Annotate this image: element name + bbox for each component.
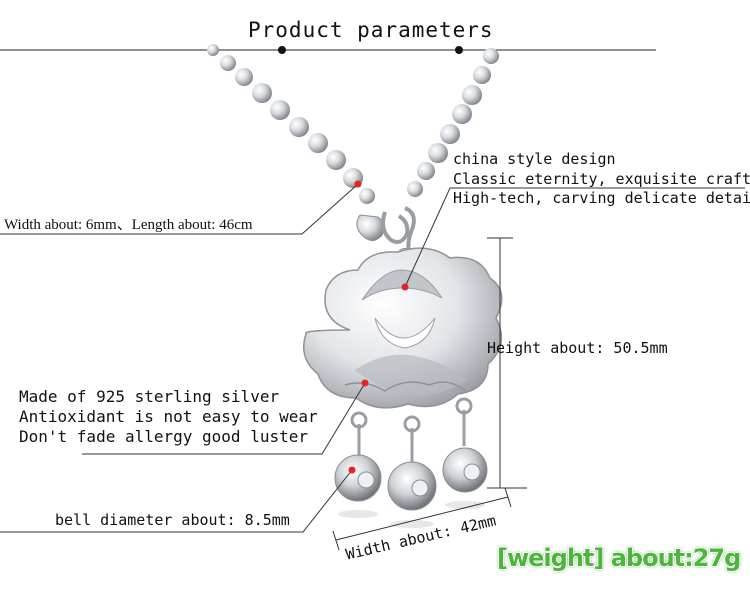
- height-note: Height about: 50.5mm: [487, 339, 668, 357]
- weight-note: [weight] about:27g: [497, 544, 741, 572]
- chain-size-note: Width about: 6mm、Length about: 46cm: [4, 217, 253, 233]
- material-note-line: Don't fade allergy good luster: [19, 427, 308, 446]
- title-rule: [0, 46, 656, 54]
- leader-lines: [0, 183, 745, 551]
- design-note-line: High-tech, carving delicate details: [453, 189, 750, 207]
- material-notes: Made of 925 sterling silver Antioxidant …: [19, 387, 318, 447]
- material-note-line: Made of 925 sterling silver: [19, 387, 280, 406]
- page-title: Product parameters: [248, 18, 494, 42]
- material-note-line: Antioxidant is not easy to wear: [19, 407, 318, 426]
- bells: [334, 397, 488, 528]
- bell-diameter-note: bell diameter about: 8.5mm: [55, 511, 290, 529]
- chain-right: [407, 48, 499, 197]
- design-note-line: Classic eternity, exquisite craft: [453, 169, 750, 188]
- markers: [348, 180, 409, 474]
- lock-pendant: [303, 247, 503, 409]
- chain-left: [207, 44, 375, 204]
- design-note-line: china style design: [453, 150, 616, 168]
- design-notes: china style design Classic eternity, exq…: [453, 150, 750, 209]
